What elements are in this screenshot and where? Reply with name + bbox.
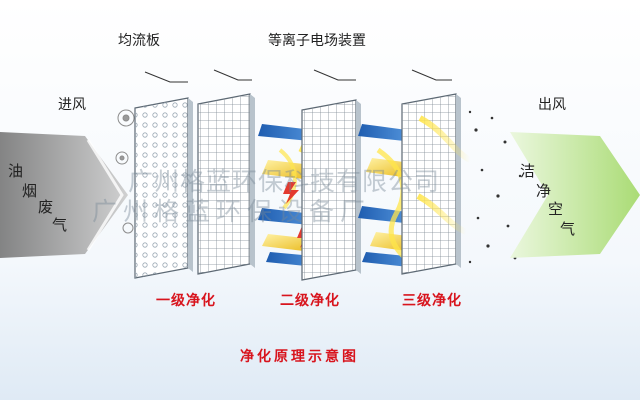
- watermark-company: 广州格蓝环保科技有限公司: [128, 167, 441, 196]
- leader-lines: [144, 69, 452, 83]
- grid-panel-2: [301, 99, 361, 281]
- plasma-device-label: 等离子电场装置: [268, 33, 366, 49]
- inlet-char: 油: [8, 162, 24, 180]
- outlet-char: 空: [548, 200, 564, 218]
- discharge-beam: [416, 193, 468, 235]
- inlet-char: 气: [52, 216, 68, 234]
- outlet-label: 出风: [538, 97, 566, 113]
- inlet-char: 废: [38, 198, 54, 216]
- inlet-arrow-icon: [0, 132, 128, 258]
- stage1-label: 一级净化: [156, 293, 216, 309]
- stage2-label: 二级净化: [280, 293, 340, 309]
- outlet-char: 洁: [520, 162, 536, 180]
- stage3-label: 三级净化: [402, 293, 462, 309]
- outlet-arrow-icon: [510, 132, 640, 258]
- diagram-caption: 净化原理示意图: [240, 349, 359, 365]
- outlet-char: 净: [536, 182, 552, 200]
- outlet-char: 气: [560, 220, 576, 238]
- baffle-plate-panel: [134, 97, 193, 279]
- watermark-factory: 广州格蓝环保设备厂: [92, 197, 372, 226]
- grid-panel-1: [197, 93, 255, 275]
- inlet-char: 烟: [22, 182, 38, 200]
- discharge-beam: [418, 115, 472, 163]
- inlet-label: 进风: [58, 97, 86, 113]
- baffle-plate-label: 均流板: [118, 33, 160, 49]
